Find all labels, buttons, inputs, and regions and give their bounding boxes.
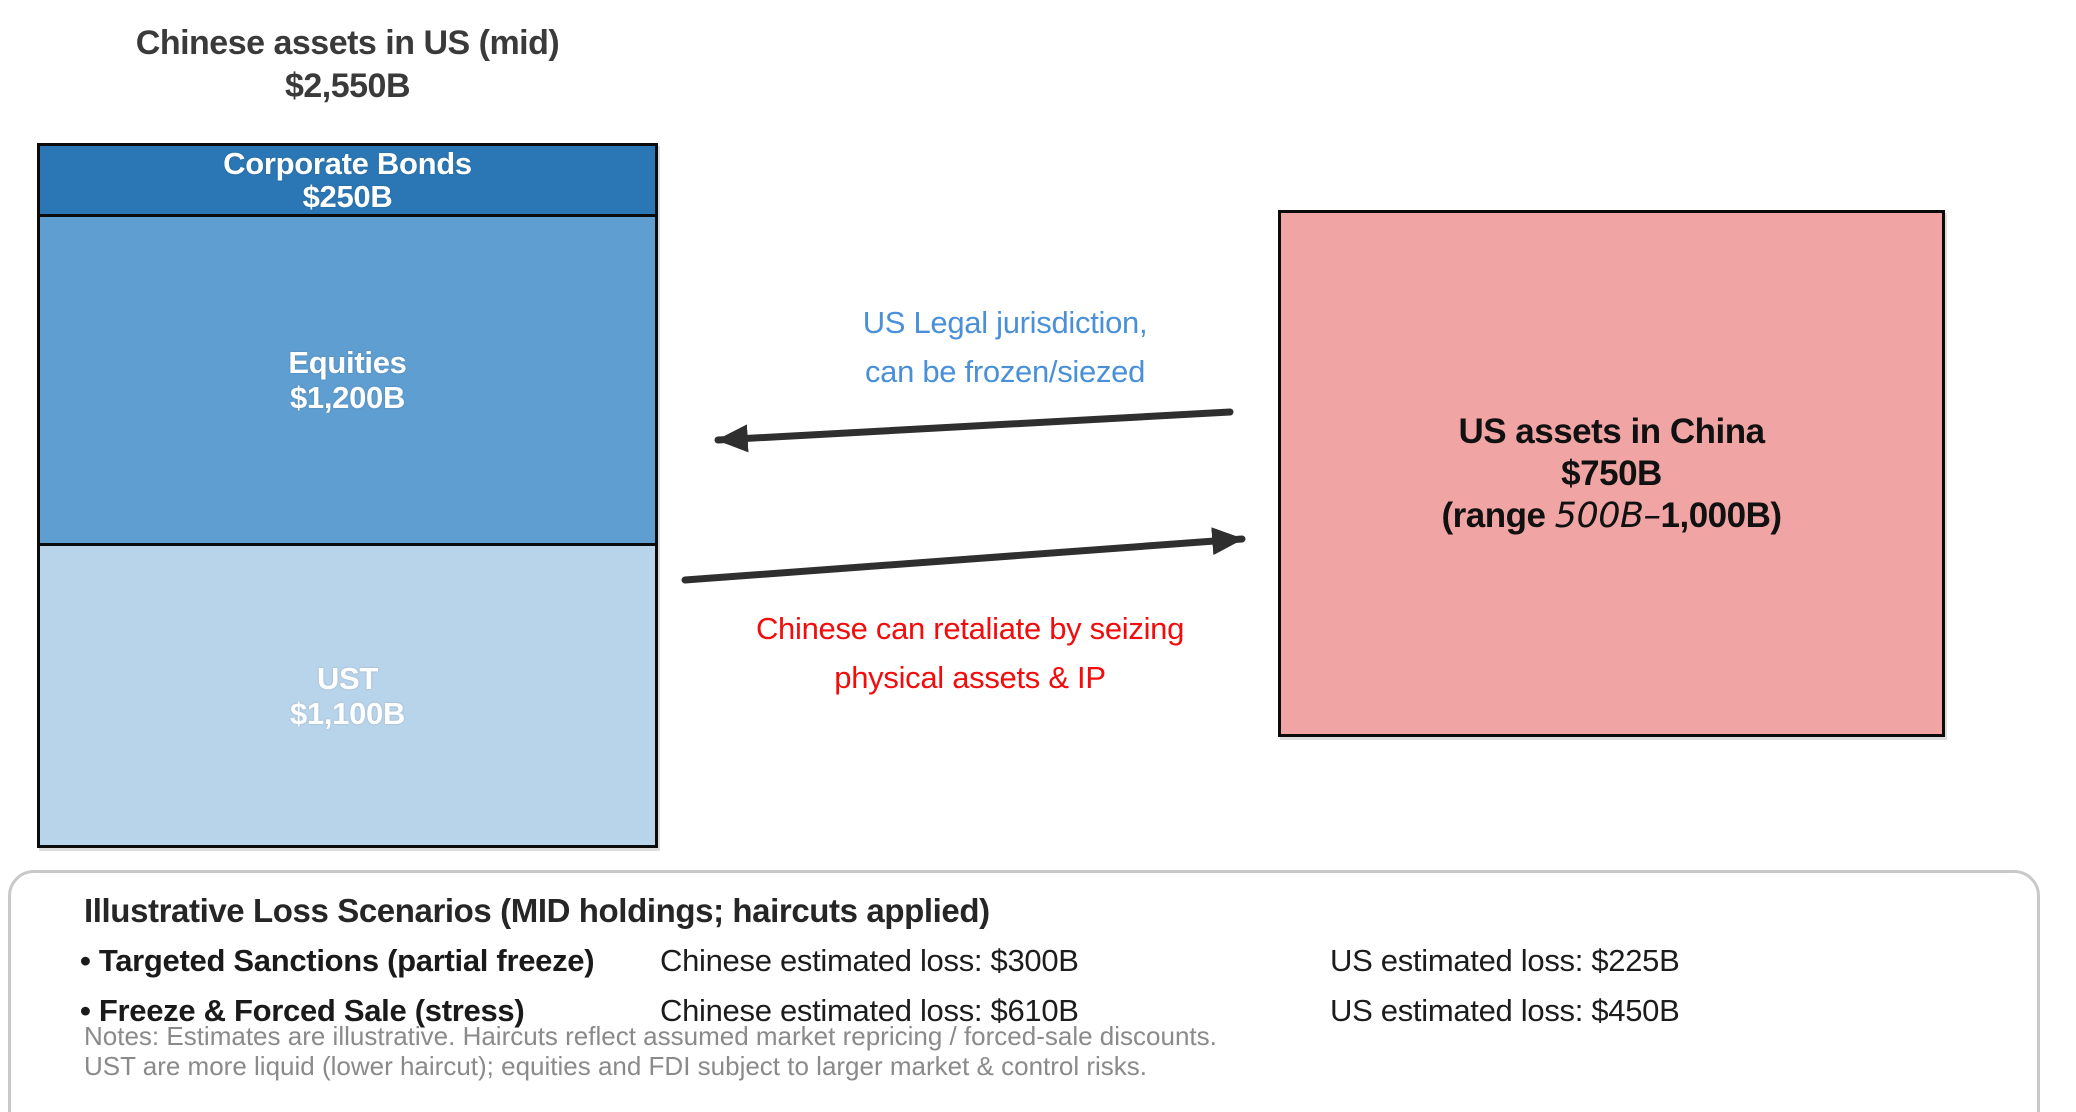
box-us-assets-in-china: US assets in China $750B (range 500B–1,0… bbox=[1278, 210, 1945, 737]
segment-corporate-bonds-label: Corporate Bonds bbox=[223, 145, 472, 181]
us-assets-label: US assets in China bbox=[1458, 411, 1765, 451]
annotation-chinese-retaliation: Chinese can retaliate by seizing physica… bbox=[690, 604, 1250, 702]
stacked-bar-chinese-assets: Corporate Bonds $250B Equities $1,200B U… bbox=[37, 143, 658, 848]
segment-ust-label: UST bbox=[316, 660, 379, 696]
notes-line2: UST are more liquid (lower haircut); equ… bbox=[84, 1051, 1148, 1081]
segment-corporate-bonds: Corporate Bonds $250B bbox=[40, 146, 655, 214]
notes: Notes: Estimates are illustrative. Hairc… bbox=[84, 1021, 1217, 1081]
stack-title: Chinese assets in US (mid) $2,550B bbox=[37, 22, 658, 108]
loss-scenarios-header: Illustrative Loss Scenarios (MID holding… bbox=[84, 892, 990, 929]
us-assets-value: $750B bbox=[1561, 453, 1662, 493]
annotation-us-jurisdiction-line1: US Legal jurisdiction, bbox=[862, 305, 1148, 340]
scenario-row2-us-loss: US estimated loss: $450B bbox=[1330, 993, 1680, 1028]
scenario-row1-label: • Targeted Sanctions (partial freeze) bbox=[80, 943, 595, 978]
arrow-retaliate-right bbox=[681, 527, 1246, 584]
segment-ust-value: $1,100B bbox=[289, 695, 406, 731]
loss-scenarios-panel bbox=[8, 870, 2040, 1112]
us-assets-range-prefix: (range bbox=[1441, 495, 1555, 535]
annotation-us-jurisdiction: US Legal jurisdiction, can be frozen/sie… bbox=[755, 298, 1255, 396]
annotation-chinese-retaliation-line2: physical assets & IP bbox=[834, 660, 1106, 695]
scenario-row2-label: • Freeze & Forced Sale (stress) bbox=[80, 993, 525, 1028]
stack-title-line1: Chinese assets in US (mid) bbox=[135, 24, 560, 62]
us-assets-range: (range 500B–1,000B) bbox=[1281, 495, 1942, 537]
segment-corporate-bonds-value: $250B bbox=[302, 178, 393, 214]
stack-title-total: $2,550B bbox=[284, 67, 411, 105]
scenario-row1-us-loss: US estimated loss: $225B bbox=[1330, 943, 1680, 978]
segment-ust: UST $1,100B bbox=[40, 543, 655, 845]
us-assets-range-math: 500B– bbox=[1554, 495, 1661, 536]
segment-equities-value: $1,200B bbox=[289, 380, 406, 415]
segment-equities: Equities $1,200B bbox=[40, 213, 655, 544]
annotation-chinese-retaliation-line1: Chinese can retaliate by seizing bbox=[755, 611, 1185, 646]
segment-equities-label: Equities bbox=[288, 345, 407, 380]
us-assets-range-suffix: 1,000B) bbox=[1660, 495, 1783, 535]
arrow-freeze-left bbox=[714, 408, 1234, 453]
annotation-us-jurisdiction-line2: can be frozen/siezed bbox=[864, 354, 1146, 389]
notes-line1: Notes: Estimates are illustrative. Hairc… bbox=[84, 1021, 1217, 1051]
scenario-row1-chinese-loss: Chinese estimated loss: $300B bbox=[660, 943, 1079, 978]
scenario-row2-chinese-loss: Chinese estimated loss: $610B bbox=[660, 993, 1079, 1028]
